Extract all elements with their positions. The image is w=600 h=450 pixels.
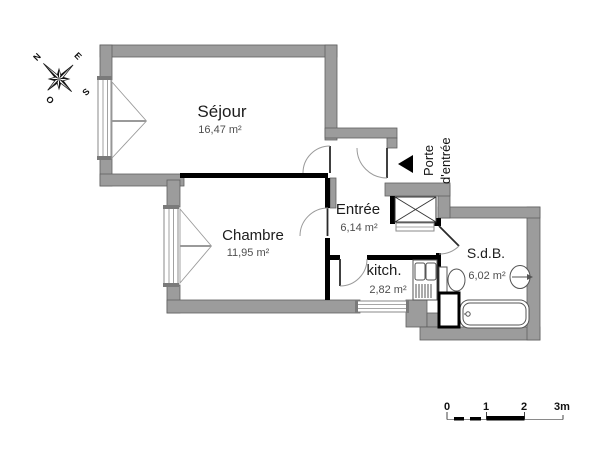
toilet [438,266,466,294]
room-area-chambre: 11,95 m² [227,247,270,259]
room-label-entree: Entrée [336,201,380,218]
entry-closet [394,196,437,232]
room-label-kitchen: kitch. [366,262,401,279]
compass-east-label: E [72,50,83,61]
room-area-bathroom: 6,02 m² [468,270,506,282]
scale-tick-2: 2 [521,401,527,413]
bathtub [459,299,530,329]
sejour-window [97,76,148,160]
scale-bar: 0 1 2 3m [444,401,570,421]
room-area-entree: 6,14 m² [340,222,378,234]
compass-north-label: N [31,51,43,63]
kitchen-window [355,300,409,313]
room-label-chambre: Chambre [222,227,284,244]
chambre-door [299,207,329,237]
room-label-sejour: Séjour [197,102,246,121]
entrance-door [356,147,388,179]
scale-tick-3: 3m [554,401,570,413]
compass-west-label: O [44,94,56,106]
entrance-arrow-icon [398,155,413,173]
entrance-label-line2: d'entrée [438,137,453,184]
room-area-kitchen: 2,82 m² [369,284,407,296]
compass-south-label: S [80,86,91,97]
kitchen-door [339,258,368,287]
scale-tick-0: 0 [444,401,450,413]
room-label-bathroom: S.d.B. [467,245,505,261]
chambre-window [163,205,212,287]
room-labels: Séjour 16,47 m² Chambre 11,95 m² Entrée … [197,102,506,296]
kitchen-sink [412,259,438,301]
room-area-sejour: 16,47 m² [198,124,242,136]
entrance-label-line1: Porte [421,145,436,176]
entrance-pointer: Porte d'entrée [398,137,453,184]
sejour-door [302,145,331,174]
duct-shaft [437,291,461,329]
outer-walls [99,44,541,341]
compass-rose-icon: N E S O [31,50,91,106]
washbasin [509,265,533,289]
bathroom-door [438,225,460,255]
scale-tick-1: 1 [483,401,489,413]
